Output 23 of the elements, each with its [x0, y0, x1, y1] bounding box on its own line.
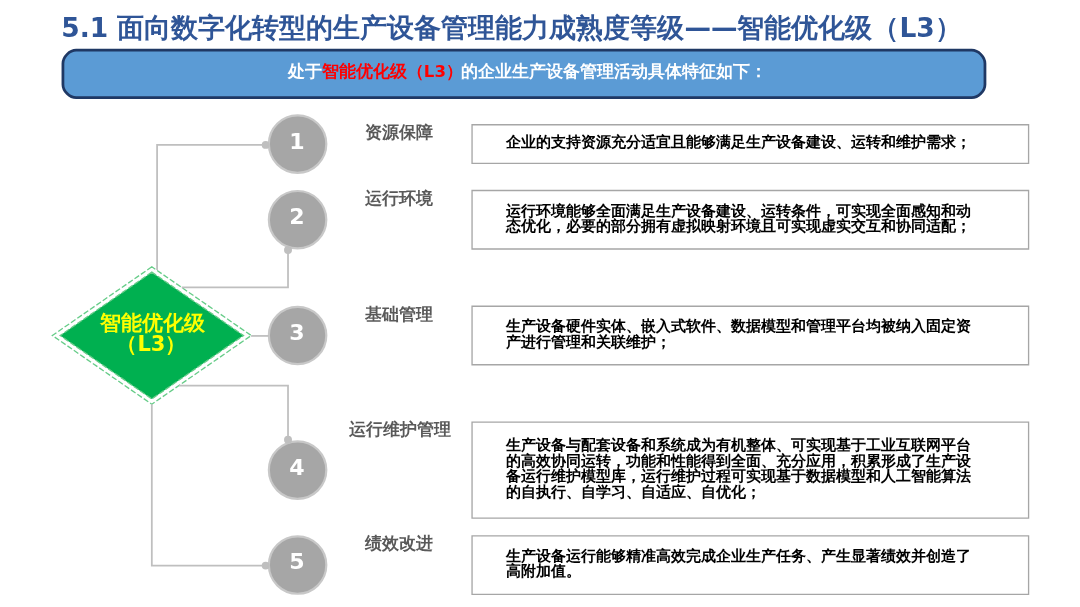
node-box: 运行环境能够全面满足生产设备建设、运转条件，可实现全面感知和动态优化，必要的部分拥有虚拟映射环境且可实现虚实交互和协同适配； — [470, 189, 1029, 250]
node-label: 基础管理 — [364, 304, 433, 324]
connector — [150, 403, 270, 570]
connector — [249, 335, 270, 337]
node-circle: 1 — [267, 114, 327, 174]
connector — [155, 140, 270, 271]
node-label: 运行环境 — [364, 188, 433, 208]
node-diamond: 智能优化级（L3） — [50, 266, 252, 406]
connector — [180, 245, 292, 289]
connector — [177, 384, 292, 444]
node-box: 处于智能优化级（L3）的企业生产设备管理活动具体特征如下： — [61, 48, 986, 100]
node-box: 企业的支持资源充分适宜且能够满足生产设备建设、运转和维护需求； — [470, 124, 1029, 165]
node-circle: 5 — [267, 535, 327, 595]
node-box: 生产设备运行能够精准高效完成企业生产任务、产生显著绩效并创造了高附加值。 — [470, 535, 1029, 595]
node-circle: 2 — [267, 189, 327, 250]
node-label: 绩效改进 — [364, 534, 433, 554]
node-label: 资源保障 — [364, 123, 433, 143]
node-box: 生产设备硬件实体、嵌入式软件、数据模型和管理平台均被纳入固定资产进行管理和关联维护； — [470, 305, 1029, 366]
node-circle: 4 — [267, 440, 327, 500]
diagram-title: 5.1 面向数字化转型的生产设备管理能力成熟度等级——智能优化级（L3） — [60, 12, 962, 44]
node-box: 生产设备与配套设备和系统成为有机整体、可实现基于工业互联网平台的高效协同运转，功能和性能得到全面、充分应用，积累形成了生产设备运行维护模型库，运行维护过程可实现基于数据模型和人工智能算法的自执行、自学习、自适应、自优化； — [470, 421, 1029, 519]
node-label: 运行维护管理 — [348, 420, 451, 440]
node-circle: 3 — [267, 305, 327, 366]
